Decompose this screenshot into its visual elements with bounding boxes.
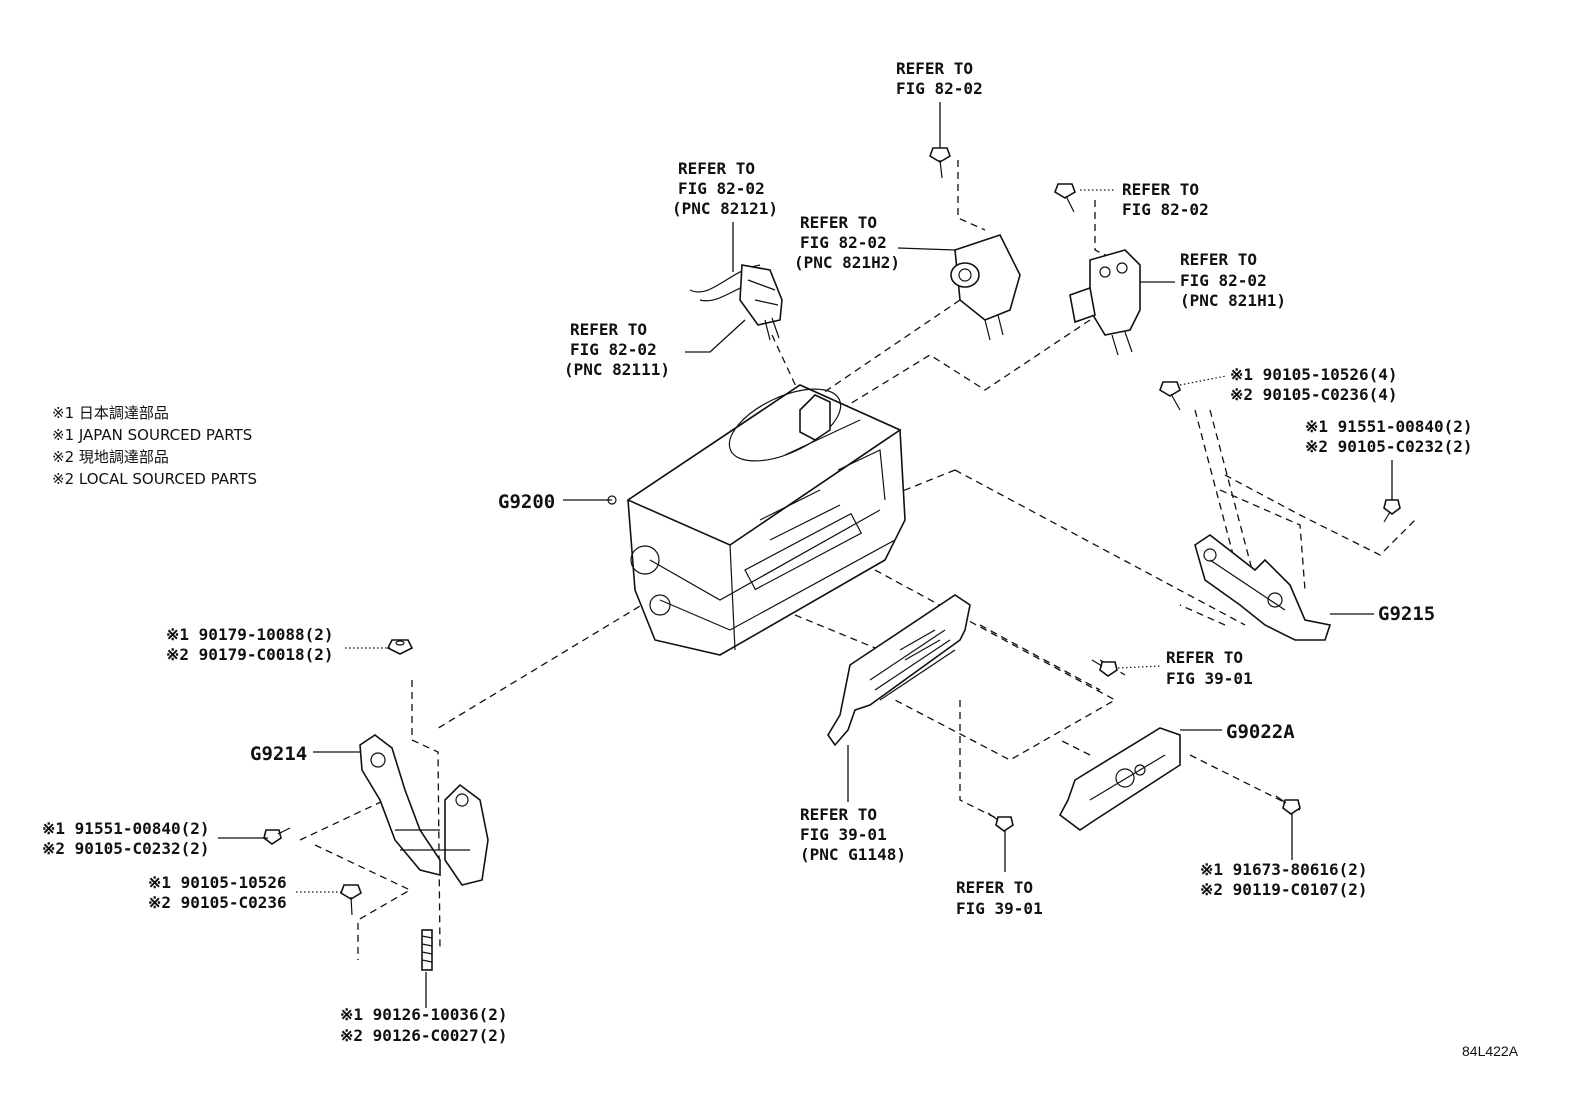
callout-stud-bottom-2: ※2 90126-C0027(2) — [340, 1026, 508, 1045]
callout-bolt-right-mid-1: ※1 91551-00840(2) — [1305, 417, 1473, 436]
callout-nut-left-2: ※2 90179-C0018(2) — [166, 645, 334, 664]
note-line-2: ※1 JAPAN SOURCED PARTS — [52, 426, 252, 444]
bolt-icon — [987, 812, 1014, 832]
note-line-1: ※1 日本調達部品 — [52, 404, 169, 422]
callout-3901-right-2: FIG 39-01 — [1166, 669, 1253, 688]
fasteners — [263, 147, 1401, 971]
callout-3901-bottom-2: FIG 39-01 — [956, 899, 1043, 918]
note-line-3: ※2 現地調達部品 — [52, 448, 169, 466]
callout-821h1-3: (PNC 821H1) — [1180, 291, 1286, 310]
callout-821h1-2: FIG 82-02 — [1180, 271, 1267, 290]
note-line-4: ※2 LOCAL SOURCED PARTS — [52, 470, 257, 488]
callout-821h2-1: REFER TO — [800, 213, 877, 232]
callout-bolt-bottom-right-1: ※1 91673-80616(2) — [1200, 860, 1368, 879]
bolt-icon — [1091, 659, 1118, 677]
callout-bolt-bottom-right-2: ※2 90119-C0107(2) — [1200, 880, 1368, 899]
inverter-assembly-g9200 — [626, 384, 906, 656]
wire-harness-82121 — [689, 264, 783, 341]
callout-821h1-1: REFER TO — [1180, 250, 1257, 269]
nut-icon — [386, 639, 414, 655]
bolt-icon — [1054, 183, 1076, 213]
callout-821h2-2: FIG 82-02 — [800, 233, 887, 252]
bolt-icon — [929, 147, 951, 179]
callout-bolt-right-mid-2: ※2 90105-C0232(2) — [1305, 437, 1473, 456]
callout-bolt-right-upper-2: ※2 90105-C0236(4) — [1230, 385, 1398, 404]
figure-id: 84L422A — [1462, 1043, 1519, 1059]
part-label-g9215: G9215 — [1378, 603, 1435, 625]
callout-labels: REFER TO FIG 82-02 REFER TO FIG 82-02 (P… — [42, 59, 1473, 1045]
callout-bolt-left-low-1: ※1 90105-10526 — [148, 873, 287, 892]
part-label-g9200: G9200 — [498, 491, 555, 513]
callout-82121-3: (PNC 82121) — [672, 199, 778, 218]
callout-top-center-1: REFER TO — [896, 59, 973, 78]
callout-82121-1: REFER TO — [678, 159, 755, 178]
leader-lines — [218, 102, 1393, 1008]
sourcing-notes: ※1 日本調達部品 ※1 JAPAN SOURCED PARTS ※2 現地調達… — [52, 404, 257, 488]
stud-bolt-icon — [421, 929, 433, 971]
callout-821h2-3: (PNC 821H2) — [794, 253, 900, 272]
bolt-icon — [263, 827, 291, 845]
callout-82111-2: FIG 82-02 — [570, 340, 657, 359]
callout-3901-right-1: REFER TO — [1166, 648, 1243, 667]
callout-bolt-left-mid-2: ※2 90105-C0232(2) — [42, 839, 210, 858]
callout-3901-bottom-1: REFER TO — [956, 878, 1033, 897]
callout-82111-1: REFER TO — [570, 320, 647, 339]
part-label-g9022a: G9022A — [1226, 721, 1295, 743]
callout-g1148-1: REFER TO — [800, 805, 877, 824]
bolt-icon — [340, 884, 362, 916]
connector-821h2 — [950, 234, 1021, 341]
assembly-dashed-lines — [299, 160, 1416, 960]
bolt-icon — [1275, 795, 1301, 815]
callout-right-bolt-1: REFER TO — [1122, 180, 1199, 199]
part-number-labels: G9200 G9215 G9214 G9022A — [250, 491, 1435, 765]
bolt-icon — [1159, 381, 1181, 411]
callout-bolt-right-upper-1: ※1 90105-10526(4) — [1230, 365, 1398, 384]
callout-g1148-2: FIG 39-01 — [800, 825, 887, 844]
callout-82111-3: (PNC 82111) — [564, 360, 670, 379]
bracket-g9214 — [359, 734, 489, 886]
callout-82121-2: FIG 82-02 — [678, 179, 765, 198]
callout-g1148-3: (PNC G1148) — [800, 845, 906, 864]
bolt-icon — [1383, 499, 1401, 523]
callout-bolt-left-mid-1: ※1 91551-00840(2) — [42, 819, 210, 838]
cover-g9022a — [1058, 727, 1181, 831]
callout-nut-left-1: ※1 90179-10088(2) — [166, 625, 334, 644]
bracket-g9215 — [1194, 534, 1332, 641]
callout-top-center-2: FIG 82-02 — [896, 79, 983, 98]
sensor-821h1 — [1069, 249, 1141, 356]
callout-stud-bottom-1: ※1 90126-10036(2) — [340, 1005, 508, 1024]
part-label-g9214: G9214 — [250, 743, 307, 765]
callout-bolt-left-low-2: ※2 90105-C0236 — [148, 893, 287, 912]
cover-g1148 — [827, 594, 971, 747]
callout-right-bolt-2: FIG 82-02 — [1122, 200, 1209, 219]
